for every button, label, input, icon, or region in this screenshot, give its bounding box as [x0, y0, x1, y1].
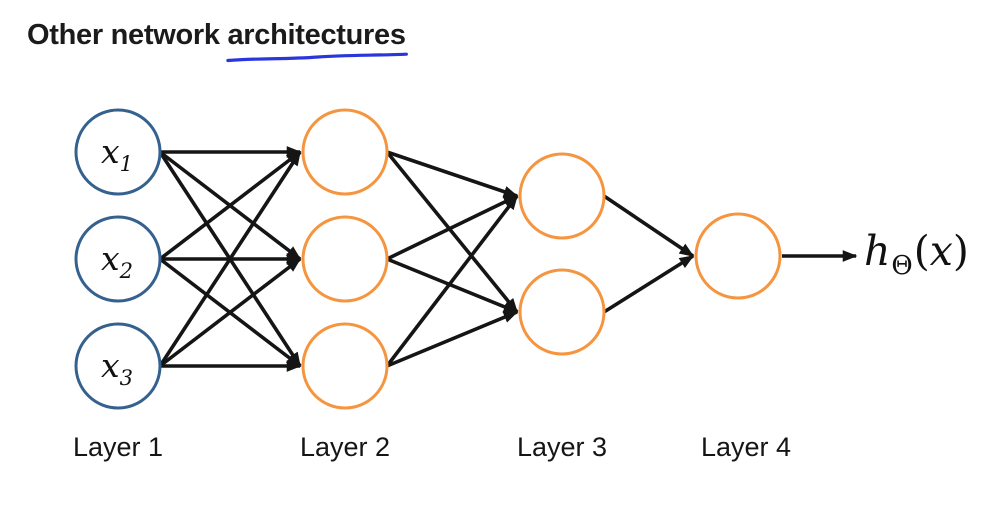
- edge-layer1n3-layer2n1: [158, 150, 302, 367]
- node-layer4-1: [694, 212, 782, 300]
- node-layer1-3: [74, 322, 162, 410]
- layer-caption-2: Layer 2: [300, 432, 390, 462]
- output-paren-open: (: [913, 227, 930, 275]
- layer-caption-3: Layer 3: [517, 432, 607, 462]
- edge-layer2n2-layer3n1: [386, 194, 519, 261]
- title-underlined-text: architectures: [227, 19, 406, 51]
- edge-layer3n2-layer4n1: [603, 254, 695, 314]
- underline-scribble-path: [228, 55, 406, 61]
- underline-scribble: [225, 51, 409, 63]
- output-h: h: [864, 227, 891, 275]
- node-layer2-3: [301, 322, 389, 410]
- edge-layer3n1-layer4n1: [602, 194, 695, 258]
- output-x: x: [929, 227, 953, 275]
- output-label: hΘ(x): [864, 227, 969, 280]
- output-paren-close: ): [952, 227, 969, 275]
- node-label-x3: x3: [101, 346, 133, 390]
- node-layer2-2: [301, 215, 389, 303]
- edge-layer1n2-layer2n1: [158, 150, 302, 261]
- edge-layer2n2-layer3n2: [386, 257, 519, 314]
- edge-layer2n1-layer3n1: [386, 150, 519, 198]
- output-theta-subscript: Θ: [891, 251, 913, 281]
- node-layer1-2: [74, 215, 162, 303]
- edge-layer2n1-layer3n2: [385, 150, 519, 314]
- layer-caption-1: Layer 1: [73, 432, 163, 462]
- edge-layer2n3-layer3n1: [385, 194, 519, 368]
- node-layer1-1: [74, 108, 162, 196]
- edge-layer2n3-layer3n2: [386, 310, 519, 368]
- title-prefix: Other network: [27, 19, 228, 51]
- title-underlined-word: architectures: [227, 19, 405, 52]
- node-layer3-1: [518, 152, 606, 240]
- node-layer3-2: [518, 268, 606, 356]
- page-title: Other network architectures: [27, 19, 406, 52]
- node-layer2-1: [301, 108, 389, 196]
- edge-layer1n3-layer2n2: [158, 257, 302, 368]
- layer-caption-4: Layer 4: [701, 432, 791, 462]
